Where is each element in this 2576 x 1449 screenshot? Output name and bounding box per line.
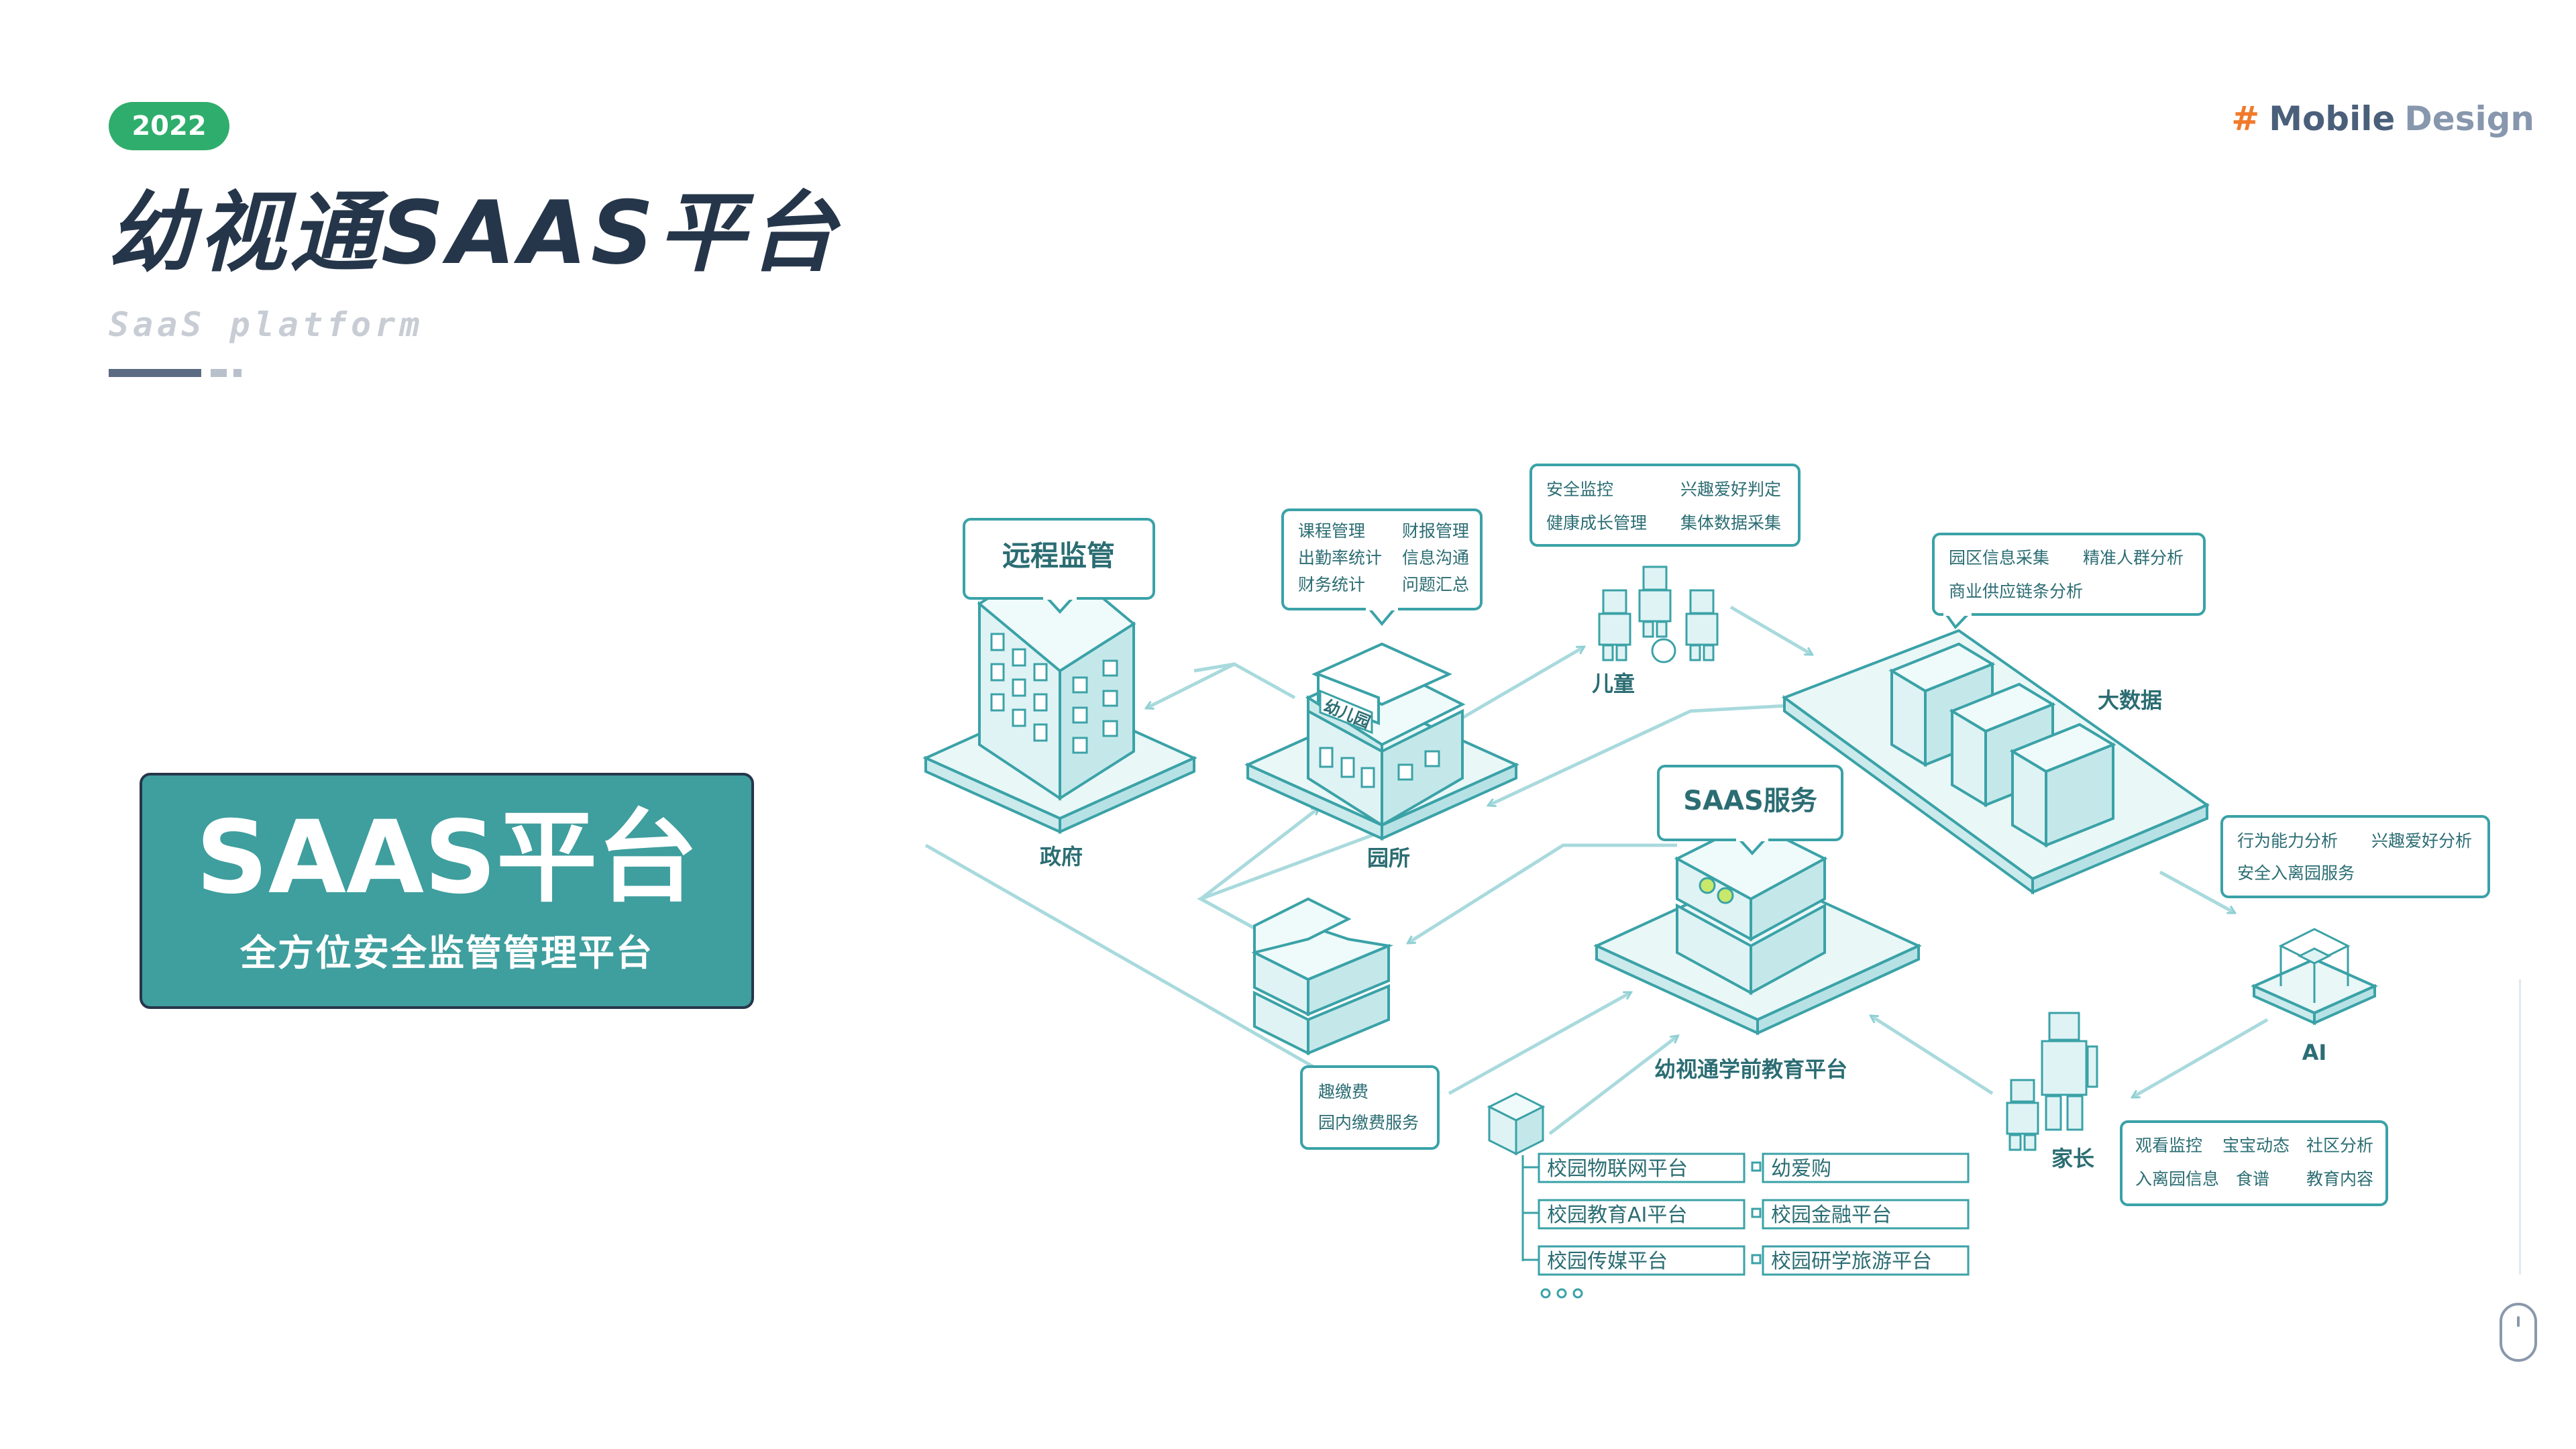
parents-feature: 宝宝动态 <box>2222 1136 2290 1155</box>
device-box-icon <box>1487 1092 1546 1156</box>
parents-features-box <box>2120 1120 2388 1206</box>
platform-item: 校园金融平台 <box>1771 1203 1892 1227</box>
arrow-parents-to-saas <box>1872 1016 1994 1095</box>
children-label: 儿童 <box>1592 671 1635 696</box>
kg-feature: 财报管理 <box>1402 521 1469 541</box>
bigdata-feature: 精准人群分析 <box>2083 548 2184 568</box>
kindergarten-sign <box>1319 689 1373 735</box>
title-underline-dot <box>211 369 227 377</box>
more-dots-icon <box>1540 1288 1583 1299</box>
line-kg-gov <box>1193 662 1296 700</box>
arrow-to-children <box>1461 647 1583 720</box>
kg-feature: 财务统计 <box>1298 575 1365 594</box>
mouse-scroll-icon[interactable] <box>2500 1303 2537 1362</box>
child-figure <box>1642 566 1668 591</box>
bigdata-feature: 商业供应链条分析 <box>1949 582 2083 601</box>
card-subtitle: 全方位安全监管管理平台 <box>240 932 653 975</box>
bigdata-features-box <box>1932 533 2206 616</box>
saas-label: 幼视通学前教育平台 <box>1654 1057 1847 1082</box>
parents-feature: 食谱 <box>2236 1169 2269 1189</box>
kindergarten-label: 园所 <box>1367 845 1410 871</box>
ai-feature: 安全入离园服务 <box>2237 863 2355 883</box>
bigdata-feature: 园区信息采集 <box>1949 548 2049 568</box>
children-feature: 健康成长管理 <box>1546 513 1647 533</box>
child-figure <box>1689 589 1715 614</box>
arrow-payment-to-saas <box>1448 993 1630 1095</box>
year-badge: 2022 <box>109 102 229 150</box>
saas-platform-card: SAAS平台 全方位安全监管管理平台 <box>140 773 754 1009</box>
children-features-box <box>1529 464 1801 547</box>
payment-feature: 趣缴费 <box>1318 1082 1368 1102</box>
parents-feature: 社区分析 <box>2306 1136 2373 1155</box>
saas-service-platform: SAAS服务 幼视通学前教育平台 <box>1593 765 1922 1082</box>
ai-features-box <box>2220 815 2490 898</box>
gov-bubble-text: 远程监管 <box>1002 539 1115 572</box>
child-figure <box>1602 589 1627 614</box>
platform-item: 校园物联网平台 <box>1547 1157 1688 1181</box>
bigdata-servers: 大数据 园区信息采集 精准人群分析 商业供应链条分析 <box>1781 533 2210 895</box>
kindergarten-building: 幼儿园 园所 课程管理 财报管理 出勤率统计 信息沟通 财务统计 问题汇总 <box>1244 508 1519 871</box>
children-feature: 集体数据采集 <box>1680 513 1781 533</box>
ai-feature: 兴趣爱好分析 <box>2371 831 2472 851</box>
hash-icon: # <box>2231 99 2260 138</box>
platform-item: 幼爱购 <box>1771 1157 1831 1181</box>
government-building: 远程监管 政府 <box>922 518 1197 869</box>
payment-feature: 园内缴费服务 <box>1318 1113 1419 1132</box>
kg-feature: 信息沟通 <box>1402 548 1469 568</box>
ai-cube-icon <box>2278 928 2351 1003</box>
saas-ecosystem-diagram: 远程监管 政府 幼儿园 园所 课程管理 财报管理 出勤率统计 信息沟通 财务统计… <box>922 464 2490 1299</box>
payment-box: 趣缴费 园内缴费服务 <box>1300 1065 1440 1150</box>
page-subtitle: SaaS platform <box>109 305 424 344</box>
arrow-bigdata-to-ai <box>2159 870 2234 912</box>
eye-logo-icon <box>1699 877 1734 904</box>
arrow-to-bigdata <box>1729 605 1811 654</box>
title-underline <box>109 369 201 377</box>
page-title: 幼视通SAAS平台 <box>107 182 841 284</box>
ai-group: AI 行为能力分析 兴趣爱好分析 安全入离园服务 <box>2220 815 2490 1065</box>
title-underline-dot <box>233 369 241 377</box>
arrow-ai-to-parents <box>2133 1018 2269 1097</box>
ball-icon <box>1651 638 1676 663</box>
parents-feature: 教育内容 <box>2306 1169 2373 1189</box>
arrow-to-gov <box>1147 662 1236 708</box>
platform-list: 校园物联网平台 幼爱购 校园教育AI平台 校园金融平台 校园传媒平台 校园研学旅… <box>1487 1092 1970 1299</box>
card-title: SAAS平台 <box>195 799 698 916</box>
parents-label: 家长 <box>2051 1146 2094 1171</box>
year-text: 2022 <box>131 111 207 142</box>
children-feature: 兴趣爱好判定 <box>1680 480 1781 499</box>
arrow-platforms-to-saas <box>1548 1036 1677 1135</box>
ai-label: AI <box>2302 1040 2327 1065</box>
kg-feature: 问题汇总 <box>1402 575 1469 594</box>
parent-figure <box>2048 1012 2080 1041</box>
brand: # Mobile Design <box>2231 99 2534 138</box>
arrow-to-building <box>1409 843 1677 943</box>
platform-item: 校园研学旅游平台 <box>1771 1250 1932 1273</box>
ai-feature: 行为能力分析 <box>2237 831 2338 851</box>
payment-building <box>1251 897 1394 1056</box>
bigdata-label: 大数据 <box>2098 688 2162 713</box>
scroll-track <box>2519 979 2521 1275</box>
brand-design: Design <box>2404 99 2534 138</box>
children-group: 儿童 安全监控 兴趣爱好判定 健康成长管理 集体数据采集 <box>1529 464 1801 696</box>
brand-mobile: Mobile <box>2269 99 2396 138</box>
kg-feature: 课程管理 <box>1298 521 1365 541</box>
children-feature: 安全监控 <box>1546 480 1613 499</box>
gov-label: 政府 <box>1040 844 1083 869</box>
platform-item: 校园传媒平台 <box>1547 1250 1668 1273</box>
parents-feature: 观看监控 <box>2135 1136 2202 1155</box>
platform-item: 校园教育AI平台 <box>1547 1203 1687 1227</box>
saas-bubble-text: SAAS服务 <box>1683 786 1817 816</box>
parents-feature: 入离园信息 <box>2135 1169 2219 1189</box>
arrow-to-kg <box>1199 808 1318 900</box>
kg-feature: 出勤率统计 <box>1298 548 1382 568</box>
parents-group: 家长 观看监控 宝宝动态 社区分析 入离园信息 食谱 教育内容 <box>2006 1012 2388 1206</box>
child-with-parent-figure <box>2010 1079 2035 1103</box>
